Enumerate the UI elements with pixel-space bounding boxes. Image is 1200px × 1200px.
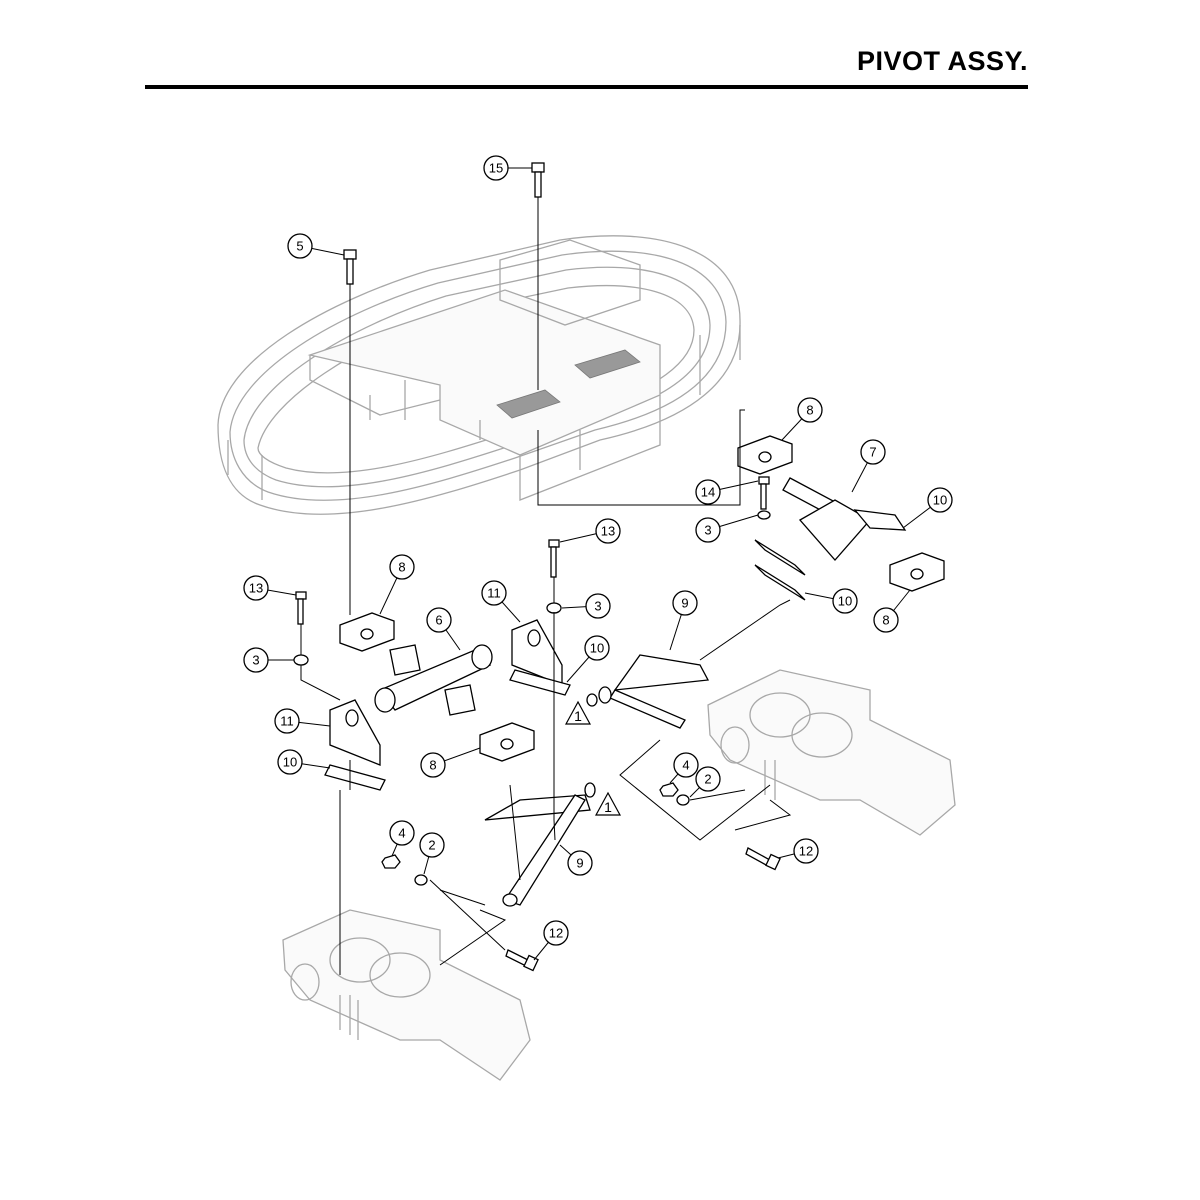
callout-c8-low: 8	[420, 747, 481, 778]
bracket-9-lower	[484, 782, 596, 907]
callout-c12-left: 12	[533, 920, 569, 961]
callout-c3-left: 3	[243, 647, 294, 673]
callout-c4-right: 4	[669, 752, 699, 784]
callout-number: 5	[296, 239, 303, 254]
callout-c15: 15	[483, 155, 532, 181]
callout-number: 10	[933, 493, 947, 508]
callout-number: 3	[594, 599, 601, 614]
callout-number: 13	[249, 581, 263, 596]
callout-c10-left: 10	[277, 749, 331, 775]
bearing-block-lower-right	[889, 552, 945, 592]
nut-4-right	[659, 782, 679, 797]
grille-right	[574, 349, 641, 379]
bolt-15	[531, 162, 545, 390]
bolt-5	[343, 249, 357, 615]
bolt-13-left	[293, 591, 309, 666]
svg-text:1: 1	[604, 799, 612, 815]
callout-number: 12	[549, 926, 563, 941]
callout-number: 3	[252, 653, 259, 668]
gearbox-right	[707, 669, 956, 836]
title-rule	[145, 85, 1028, 89]
nut-4-left	[381, 854, 401, 869]
callout-c8-top: 8	[781, 397, 823, 441]
callout-number: 3	[704, 523, 711, 538]
callout-c3-mid: 3	[561, 593, 611, 619]
grille-left	[496, 389, 561, 419]
page-title: PIVOT ASSY.	[856, 46, 1028, 76]
pillow-block-11-left	[329, 699, 381, 766]
callout-c9-top: 9	[669, 590, 698, 651]
bearing-block-upper-right	[737, 435, 793, 475]
callout-c4-left: 4	[389, 820, 415, 857]
callout-number: 2	[428, 838, 435, 853]
callout-number: 14	[701, 485, 715, 500]
callout-number: 10	[590, 641, 604, 656]
callout-c13-mid: 13	[559, 518, 621, 544]
bolt-14	[757, 476, 771, 520]
callout-number: 4	[682, 758, 689, 773]
pivot-shaft-7	[782, 477, 907, 561]
callout-number: 9	[681, 596, 688, 611]
callout-c7: 7	[851, 439, 886, 493]
bolt-12-right	[745, 847, 781, 871]
warning-triangle-lower: 1	[594, 791, 622, 816]
callout-number: 4	[398, 826, 405, 841]
bolt-13-mid	[546, 539, 562, 614]
callout-number: 13	[601, 524, 615, 539]
callout-c6: 6	[426, 607, 461, 651]
callout-number: 6	[435, 613, 442, 628]
callout-c11-left: 11	[274, 708, 331, 734]
callout-number: 10	[838, 594, 852, 609]
callout-c14: 14	[695, 479, 759, 505]
bolt-12-left	[505, 949, 539, 972]
callout-c2-left: 2	[419, 832, 445, 875]
callout-c13-left: 13	[243, 575, 297, 601]
callout-number: 8	[398, 560, 405, 575]
plate-10-left	[324, 764, 386, 791]
callout-c5: 5	[287, 233, 345, 259]
bracket-9-upper	[586, 654, 710, 729]
callout-number: 11	[487, 586, 501, 601]
callout-c8-right: 8	[873, 589, 911, 633]
warning-triangle-upper: 1	[564, 700, 592, 725]
callout-c2-right: 2	[689, 766, 721, 798]
washer-2-left	[414, 874, 428, 886]
gearbox-left	[282, 909, 531, 1081]
callout-c11-mid: 11	[481, 580, 521, 623]
bearing-block-low	[479, 722, 535, 762]
plate-10-mid	[509, 669, 571, 696]
callout-number: 11	[280, 714, 294, 729]
callout-number: 9	[576, 856, 583, 871]
callout-number: 7	[869, 445, 876, 460]
washer-2-right	[676, 794, 690, 806]
pivot-shaft-6	[374, 644, 493, 716]
callout-number: 10	[283, 755, 297, 770]
assembly-lines	[300, 409, 792, 975]
plates-right	[754, 539, 806, 601]
callout-c3-right: 3	[695, 514, 759, 543]
bearing-block-mid	[339, 612, 395, 652]
pillow-block-11-mid	[511, 619, 563, 686]
callout-c9-low: 9	[559, 844, 593, 876]
callout-number: 8	[429, 758, 436, 773]
trowel-frame	[217, 235, 741, 515]
callout-c10-right-a: 10	[902, 487, 953, 529]
callout-number: 12	[799, 844, 813, 859]
callout-c10-mid: 10	[566, 635, 610, 683]
callout-number: 8	[806, 403, 813, 418]
svg-text:1: 1	[574, 708, 582, 724]
callout-c8-mid: 8	[379, 554, 415, 615]
callout-number: 15	[489, 161, 503, 176]
callout-c10-right-b: 10	[804, 588, 858, 614]
callout-number: 8	[882, 613, 889, 628]
callout-c12-right: 12	[777, 838, 819, 864]
callout-number: 2	[704, 772, 711, 787]
